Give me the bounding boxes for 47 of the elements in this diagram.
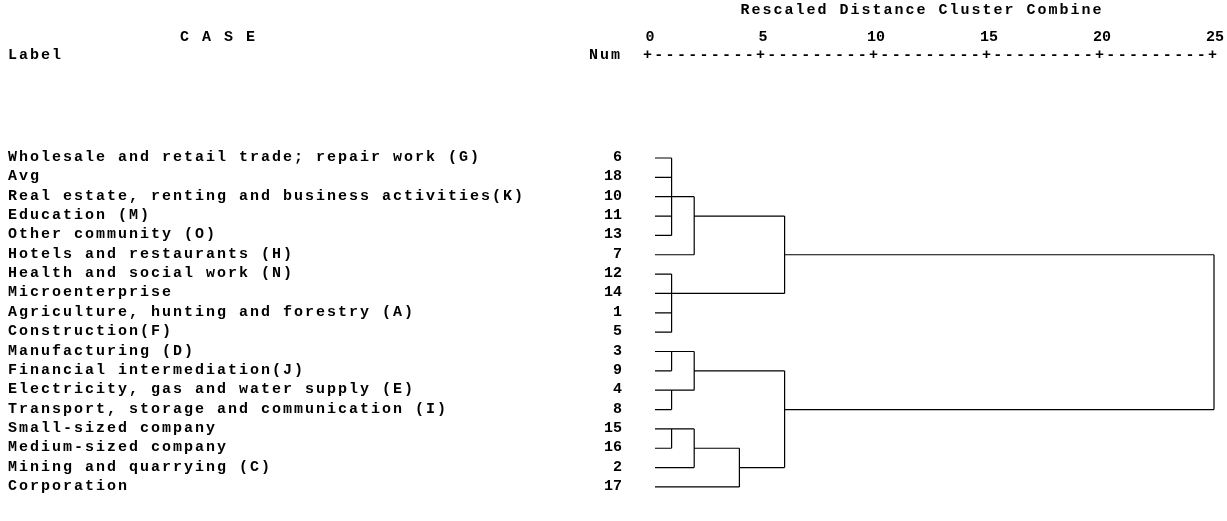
case-number: 10	[604, 187, 622, 206]
case-number: 15	[604, 419, 622, 438]
case-number: 7	[613, 245, 622, 264]
case-number: 2	[613, 458, 622, 477]
case-number: 1	[613, 303, 622, 322]
row-label: Construction(F)	[8, 323, 174, 342]
row-label: Manufacturing (D)	[8, 342, 196, 361]
row-label: Other community (O)	[8, 226, 218, 245]
axis-tick-label: 25	[1206, 29, 1224, 47]
row-label: Education (M)	[8, 207, 152, 226]
case-number: 3	[613, 342, 622, 361]
case-number: 4	[613, 381, 622, 400]
case-number: 18	[604, 168, 622, 187]
row-label: Real estate, renting and business activities(K)	[8, 187, 526, 206]
axis-tick-label: 5	[758, 29, 768, 47]
row-label: Agriculture, hunting and forestry (A)	[8, 303, 416, 322]
case-number: 5	[613, 323, 622, 342]
column-header: C A S E	[180, 29, 257, 47]
row-label: Medium-sized company	[8, 439, 229, 458]
row-label: Financial intermediation(J)	[8, 361, 306, 380]
case-number: 17	[604, 477, 622, 496]
axis-tick-label: 15	[980, 29, 998, 47]
row-label: Hotels and restaurants (H)	[8, 245, 295, 264]
row-label: Health and social work (N)	[8, 265, 295, 284]
case-number: 16	[604, 439, 622, 458]
column-header: Num	[589, 47, 622, 65]
case-number: 8	[613, 400, 622, 419]
row-label: Electricity, gas and water supply (E)	[8, 381, 416, 400]
row-label: Corporation	[8, 477, 130, 496]
row-label: Mining and quarrying (C)	[8, 458, 273, 477]
column-header: Label	[8, 47, 63, 65]
row-label: Wholesale and retail trade; repair work (G)	[8, 149, 482, 167]
row-label: Avg	[8, 168, 41, 187]
row-label: Transport, storage and communication (I)	[8, 400, 449, 419]
case-number: 9	[613, 361, 622, 380]
axis-tick-label: 20	[1093, 29, 1111, 47]
axis-tick-label: 0	[645, 29, 655, 47]
row-label: Small-sized company	[8, 419, 218, 438]
axis-ruler: +---------+---------+---------+---------+---------+	[643, 47, 1220, 65]
row-label: Microenterprise	[8, 284, 174, 303]
axis-title: Rescaled Distance Cluster Combine	[740, 2, 1104, 20]
axis-tick-label: 10	[867, 29, 885, 47]
case-number: 11	[604, 207, 622, 226]
case-number: 6	[613, 149, 622, 167]
case-number: 14	[604, 284, 622, 303]
case-number: 12	[604, 265, 622, 284]
case-number: 13	[604, 226, 622, 245]
